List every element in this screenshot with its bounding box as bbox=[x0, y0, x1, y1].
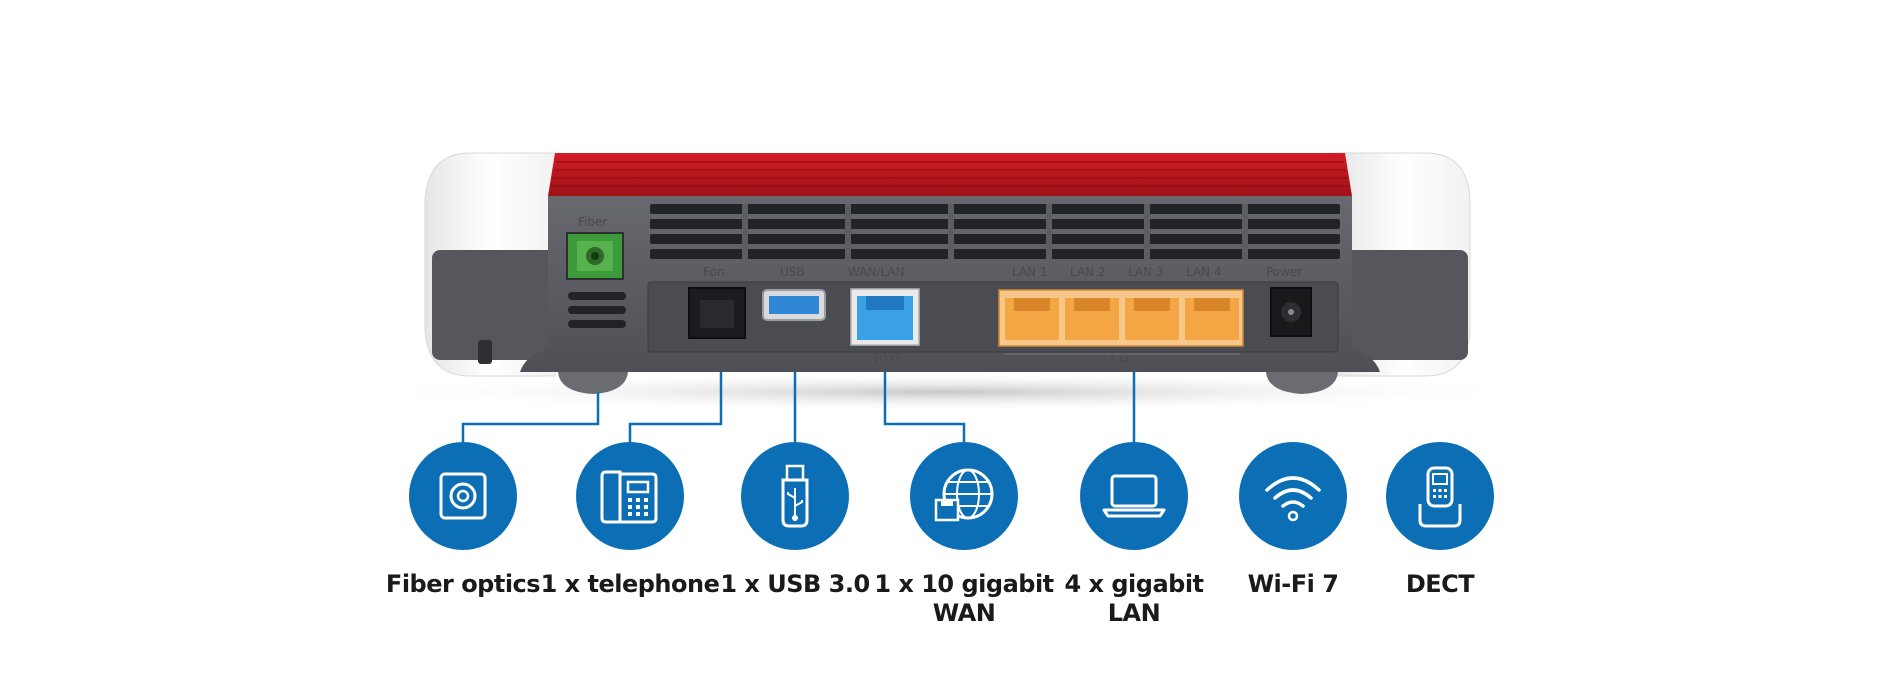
fon-port-inner bbox=[700, 300, 734, 328]
dect-handset-icon bbox=[1418, 466, 1462, 528]
feature-wifi: Wi-Fi 7 bbox=[1193, 442, 1393, 642]
fiber-socket-icon bbox=[439, 472, 487, 520]
feature-fiber-optics: Fiber optics bbox=[363, 442, 563, 642]
left-vent-slots bbox=[568, 292, 626, 328]
feature-label-line1: 4 x gigabit bbox=[1064, 570, 1204, 598]
feature-label-wan: 1 x 10 gigabit WAN bbox=[864, 570, 1064, 628]
feature-lan: 4 x gigabit LAN bbox=[1034, 442, 1234, 642]
lan4-port-label: LAN 4 bbox=[1186, 265, 1222, 279]
wifi-badge bbox=[1239, 442, 1347, 550]
lan2-port-label: LAN 2 bbox=[1070, 265, 1106, 279]
device-shadow bbox=[355, 372, 1535, 412]
connector-paths bbox=[461, 372, 1136, 442]
vent-grille bbox=[650, 204, 1340, 259]
left-foot bbox=[558, 372, 628, 394]
feature-label-usb: 1 x USB 3.0 bbox=[695, 570, 895, 599]
feature-label-telephone: 1 x telephone bbox=[530, 570, 730, 599]
wan-port-contacts bbox=[866, 296, 904, 310]
laptop-icon bbox=[1102, 474, 1166, 518]
left-side-panel bbox=[432, 250, 562, 360]
vent-dividers bbox=[742, 204, 1248, 260]
feature-usb: 1 x USB 3.0 bbox=[695, 442, 895, 642]
telephone-icon bbox=[600, 470, 658, 524]
lan1-port-label: LAN 1 bbox=[1012, 265, 1048, 279]
router-rear-view: Fiber Fon USB WAN/LAN LAN 1 LAN 2 LAN 3 … bbox=[355, 152, 1535, 412]
wan-speed-label: 10 G bbox=[872, 351, 900, 365]
right-foot bbox=[1266, 372, 1338, 394]
side-clip bbox=[478, 340, 492, 364]
wifi-icon bbox=[1265, 476, 1321, 522]
lan-ports bbox=[998, 289, 1244, 347]
feature-label-line2: WAN bbox=[932, 599, 996, 627]
telephone-badge bbox=[576, 442, 684, 550]
feature-label-lan: 4 x gigabit LAN bbox=[1034, 570, 1234, 628]
feature-label-line2: LAN bbox=[1107, 599, 1161, 627]
dect-badge bbox=[1386, 442, 1494, 550]
wan-lan-port-label: WAN/LAN bbox=[848, 265, 905, 279]
feature-label-line1: DECT bbox=[1405, 570, 1475, 598]
fon-port-label: Fon bbox=[703, 265, 724, 279]
lan3-port-label: LAN 3 bbox=[1128, 265, 1164, 279]
feature-label-dect: DECT bbox=[1340, 570, 1540, 599]
feature-dect: DECT bbox=[1340, 442, 1540, 642]
feature-label-fiber-optics: Fiber optics bbox=[363, 570, 563, 599]
globe-network-icon bbox=[934, 468, 994, 522]
fiber-port-core bbox=[591, 252, 599, 260]
fiber-optics-badge bbox=[409, 442, 517, 550]
fiber-port-label: Fiber bbox=[578, 215, 607, 229]
feature-wan: 1 x 10 gigabit WAN bbox=[864, 442, 1064, 642]
feature-label-wifi: Wi-Fi 7 bbox=[1193, 570, 1393, 599]
feature-telephone: 1 x telephone bbox=[530, 442, 730, 642]
feature-label-line1: 1 x USB 3.0 bbox=[720, 570, 870, 598]
usb-badge bbox=[741, 442, 849, 550]
right-side-panel bbox=[1328, 250, 1468, 360]
feature-label-line1: Fiber optics bbox=[385, 570, 541, 598]
power-port-label: Power bbox=[1266, 265, 1302, 279]
usb-port-tongue bbox=[769, 296, 819, 314]
red-top-ribs bbox=[550, 161, 1350, 187]
feature-label-line1: 1 x telephone bbox=[540, 570, 720, 598]
power-port-pin bbox=[1288, 309, 1294, 315]
wan-badge bbox=[910, 442, 1018, 550]
usb-port-label: USB bbox=[780, 265, 805, 279]
usb-stick-icon bbox=[781, 464, 809, 528]
lan-badge bbox=[1080, 442, 1188, 550]
feature-label-line1: Wi-Fi 7 bbox=[1247, 570, 1339, 598]
feature-label-line1: 1 x 10 gigabit bbox=[874, 570, 1054, 598]
